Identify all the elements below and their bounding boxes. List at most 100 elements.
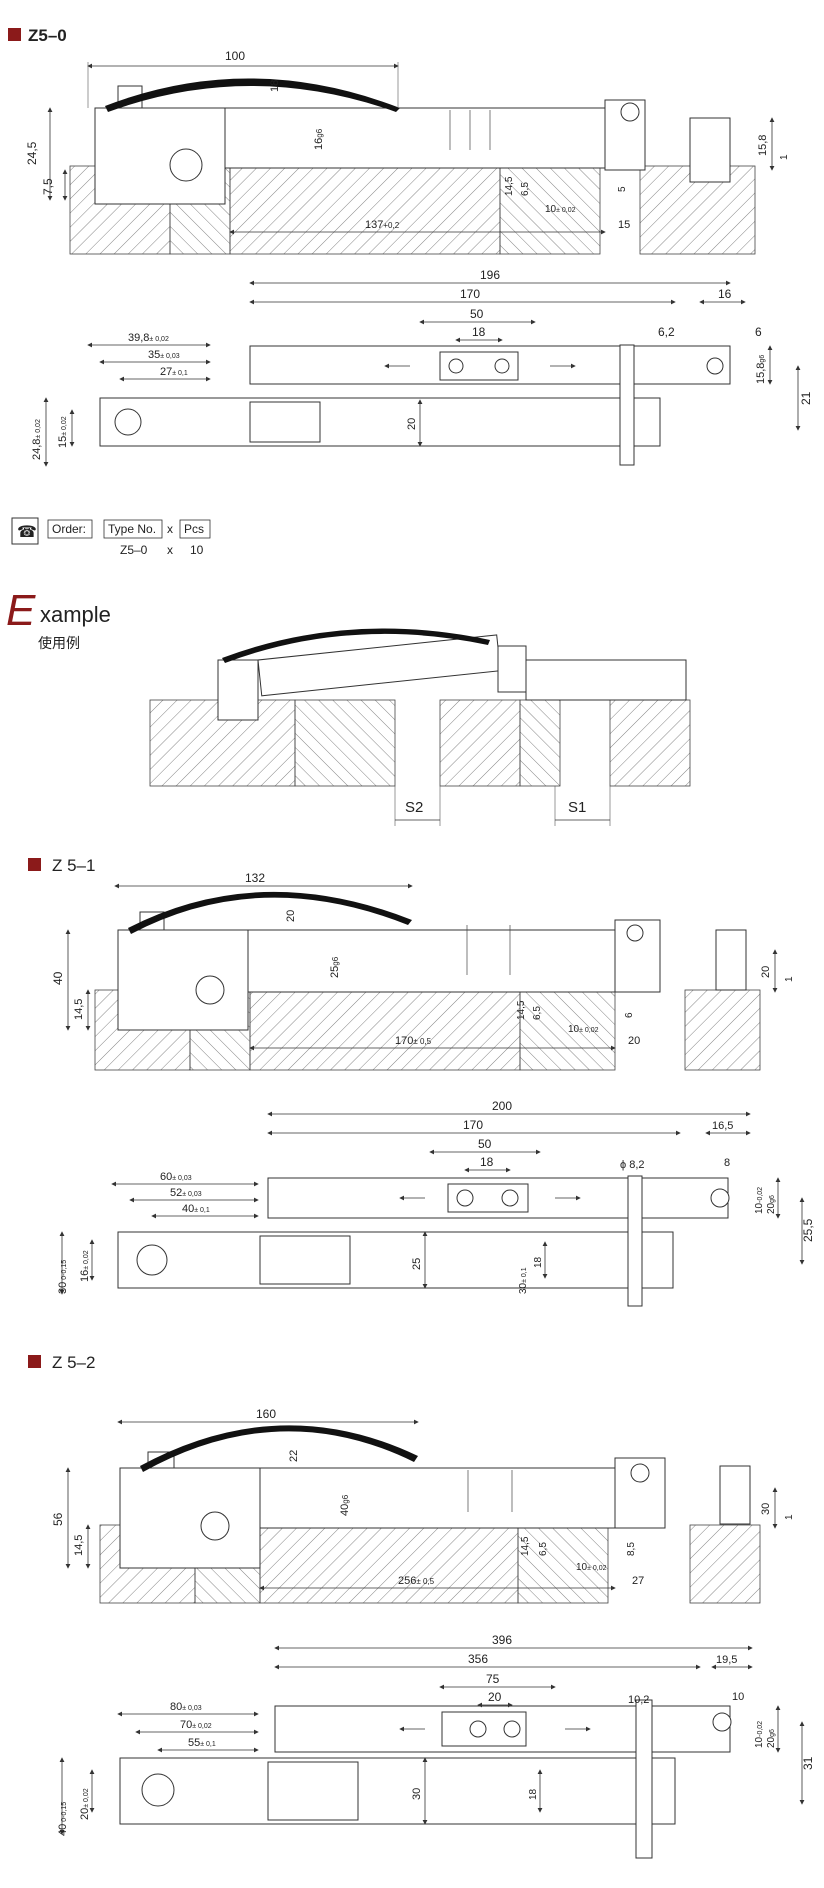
- z52-top-view: 396 356 75 20 10,2 19,5 10 80± 0,03 70± …: [57, 1633, 815, 1859]
- section-bullet-icon: [8, 28, 21, 41]
- svg-text:25: 25: [411, 1258, 423, 1270]
- svg-text:30: 30: [760, 1503, 772, 1515]
- base-block: [229, 165, 501, 255]
- svg-text:7,5: 7,5: [41, 178, 55, 195]
- example-section: E xample 使用例 S2 S1: [6, 586, 691, 826]
- svg-text:6: 6: [755, 325, 762, 339]
- svg-text:20± 0,02: 20± 0,02: [79, 1788, 91, 1820]
- example-heading: xample: [40, 602, 111, 627]
- z51-side-view: 132 40 14,5 20 25g6 14,5 6,5 10± 0,02 17…: [51, 871, 795, 1071]
- locking-pin: [627, 1175, 643, 1307]
- svg-text:15,8g6: 15,8g6: [755, 355, 767, 384]
- svg-text:70± 0,02: 70± 0,02: [180, 1719, 212, 1731]
- svg-text:15: 15: [618, 219, 630, 231]
- svg-text:10: 10: [732, 1691, 744, 1703]
- order-pcs-value: 10: [190, 543, 204, 557]
- clamp-body-top: [99, 397, 661, 447]
- svg-text:170: 170: [463, 1118, 483, 1132]
- leaf-spring: [128, 891, 412, 934]
- svg-text:196: 196: [480, 268, 500, 282]
- phone-glyph: ☎: [17, 524, 37, 541]
- svg-text:x: x: [167, 522, 173, 536]
- pivot-hole: [200, 1511, 230, 1541]
- svg-text:35± 0,03: 35± 0,03: [148, 349, 180, 361]
- svg-text:20: 20: [488, 1690, 502, 1704]
- svg-text:8: 8: [724, 1157, 730, 1169]
- svg-text:20g6: 20g6: [766, 1195, 777, 1214]
- section-title-z50: Z5–0: [28, 26, 67, 45]
- svg-text:10± 0,02: 10± 0,02: [576, 1562, 607, 1573]
- svg-text:14,5: 14,5: [520, 1536, 531, 1556]
- svg-text:16g6: 16g6: [313, 128, 325, 150]
- leaf-spring: [140, 1425, 418, 1472]
- svg-text:14,5: 14,5: [73, 999, 85, 1020]
- svg-text:10± 0,02: 10± 0,02: [568, 1024, 599, 1035]
- section-title-z51: Z 5–1: [52, 856, 95, 875]
- svg-text:160: 160: [256, 1407, 276, 1421]
- svg-text:1: 1: [784, 976, 795, 982]
- svg-text:6,5: 6,5: [532, 1006, 543, 1020]
- svg-text:20: 20: [406, 418, 418, 430]
- svg-text:40g6: 40g6: [339, 1494, 351, 1516]
- clamp-arm: [259, 1467, 626, 1529]
- clamp-body: [117, 929, 249, 1031]
- svg-text:10,2: 10,2: [628, 1694, 649, 1706]
- svg-text:16,5: 16,5: [712, 1120, 733, 1132]
- svg-text:24,5: 24,5: [25, 141, 39, 165]
- example-rail: [525, 659, 687, 701]
- svg-text:100: 100: [225, 49, 245, 63]
- pivot-hole: [136, 1244, 168, 1276]
- svg-text:ϕ 8,2: ϕ 8,2: [620, 1159, 645, 1171]
- section-bullet-icon: [28, 858, 41, 871]
- section-bullet-icon: [28, 1355, 41, 1368]
- svg-text:6: 6: [624, 1012, 635, 1018]
- svg-text:24,8± 0,02: 24,8± 0,02: [31, 419, 43, 460]
- svg-text:16± 0,02: 16± 0,02: [79, 1250, 91, 1282]
- svg-text:1: 1: [779, 154, 790, 160]
- z51-top-view: 200 170 50 18 ϕ 8,2 16,5 8 60± 0,03 52± …: [57, 1099, 815, 1307]
- svg-text:10± 0,02: 10± 0,02: [545, 204, 576, 215]
- svg-text:20: 20: [628, 1035, 640, 1047]
- svg-text:15± 0,02: 15± 0,02: [57, 416, 69, 448]
- svg-text:6,5: 6,5: [520, 182, 531, 196]
- example-s1: S1: [568, 799, 586, 816]
- svg-text:52± 0,03: 52± 0,03: [170, 1187, 202, 1199]
- svg-text:300-0,15: 300-0,15: [57, 1260, 69, 1294]
- svg-text:25,5: 25,5: [801, 1218, 815, 1242]
- example-subtitle: 使用例: [38, 635, 80, 651]
- svg-text:25g6: 25g6: [329, 956, 341, 978]
- phone-icon: [11, 517, 39, 545]
- clamp-body: [119, 1467, 261, 1569]
- svg-text:18: 18: [480, 1155, 494, 1169]
- svg-text:27: 27: [632, 1575, 644, 1587]
- svg-text:396: 396: [492, 1633, 512, 1647]
- svg-text:x: x: [167, 543, 173, 557]
- clamp-arm: [224, 107, 616, 169]
- svg-text:20: 20: [285, 910, 297, 922]
- z50-side-view: 100 24,5 7,5 18 16g6 14,5 6,5 10± 0,02 1…: [25, 49, 790, 255]
- svg-text:8,5: 8,5: [626, 1542, 637, 1556]
- section-title-z52: Z 5–2: [52, 1353, 95, 1372]
- end-stop: [719, 1465, 751, 1525]
- svg-text:14,5: 14,5: [73, 1535, 85, 1556]
- svg-text:132: 132: [245, 871, 265, 885]
- order-row: ☎ Order: Type No. x Pcs Z5–0 x 10: [11, 517, 211, 557]
- svg-text:14,5: 14,5: [504, 176, 515, 196]
- svg-text:39,8± 0,02: 39,8± 0,02: [128, 332, 169, 344]
- locking-pin: [635, 1699, 653, 1859]
- clamp-body: [94, 107, 226, 205]
- rail-bolt: [706, 357, 724, 375]
- clamp-arm: [247, 929, 629, 993]
- svg-text:22: 22: [288, 1450, 300, 1462]
- svg-text:170: 170: [460, 287, 480, 301]
- example-s2: S2: [405, 799, 423, 816]
- example-clamp-body: [217, 659, 259, 721]
- svg-text:18: 18: [269, 80, 281, 92]
- svg-text:356: 356: [468, 1652, 488, 1666]
- locking-pin: [619, 344, 635, 466]
- svg-text:15,8: 15,8: [757, 135, 769, 156]
- svg-text:200: 200: [492, 1099, 512, 1113]
- clamp-body-top: [119, 1757, 676, 1825]
